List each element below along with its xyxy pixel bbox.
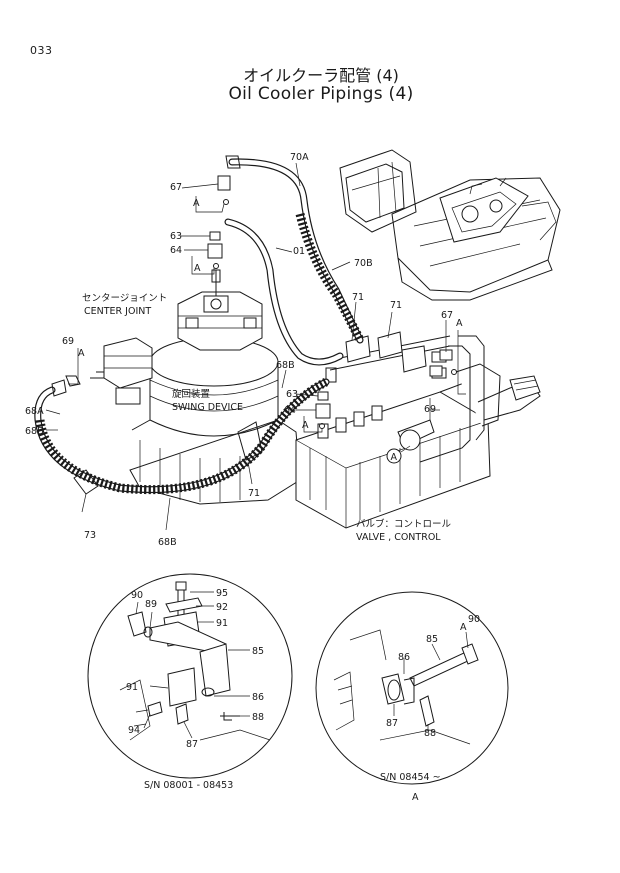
control-valve-body: [295, 363, 501, 529]
fitting-67-top: [217, 175, 231, 205]
callout-view-a: A: [78, 348, 85, 359]
detail-left-callout-90: 90: [131, 590, 143, 601]
callout-70b: 70B: [354, 258, 373, 269]
detail-right-callout-85: 85: [426, 634, 438, 645]
view-arrow-label: A: [391, 452, 398, 463]
fitting-63-64-mid: [315, 391, 331, 429]
hose-clamp-71: [237, 421, 263, 461]
center-joint-caption-jp: センタージョイント: [82, 293, 167, 304]
hose-68b: [34, 377, 330, 495]
callout-67: 67: [441, 310, 453, 321]
detail-right-callout-view-a: A: [460, 622, 467, 633]
detail-right-callout-87: 87: [386, 718, 398, 729]
main-leader-lines: [45, 162, 466, 531]
valve-caption-jp: バルブ：コントロール: [356, 518, 452, 530]
callout-68a: 68A: [25, 406, 44, 417]
detail-left-callout-94: 94: [128, 725, 140, 736]
callout-view-a: A: [456, 318, 463, 329]
fitting-67-right: [429, 349, 457, 377]
excavator-machine-outline: [339, 149, 561, 301]
page-title-japanese: オイルクーラ配管 (4): [243, 66, 399, 85]
detail-left-callout-91: 91: [126, 682, 138, 693]
detail-right-callout-90: 90: [468, 614, 480, 625]
callout-73: 73: [84, 530, 96, 541]
page-number: 033: [30, 44, 53, 57]
callout-70a: 70A: [290, 152, 309, 163]
detail-right-callout-88: 88: [424, 728, 436, 739]
main-captions: センタージョイント CENTER JOINT 旋回装置 SWING DEVICE…: [82, 293, 452, 543]
callout-view-a: A: [194, 263, 201, 274]
callout-64: 64: [284, 405, 296, 416]
callout-64: 64: [170, 245, 182, 256]
callout-68b: 68B: [276, 360, 295, 371]
callout-69: 69: [424, 404, 436, 415]
swing-device-housing: [129, 337, 301, 505]
callout-71: 71: [390, 300, 402, 311]
callout-63: 63: [286, 389, 298, 400]
detail-circle-left: [87, 573, 293, 779]
callout-63: 63: [170, 231, 182, 242]
detail-right-callout-86: 86: [398, 652, 410, 663]
callout-71: 71: [248, 488, 260, 499]
detail-left-callout-86: 86: [252, 692, 264, 703]
detail-left-callout-87: 87: [186, 739, 198, 750]
detail-circle-right: [315, 591, 509, 785]
detail-left-serial: S/N 08001 - 08453: [144, 780, 233, 791]
swing-motor-head: [177, 269, 263, 351]
detail-left-callout-88: 88: [252, 712, 264, 723]
hose-70a: [225, 155, 365, 344]
detail-left-callout-92: 92: [216, 602, 228, 613]
callout-68b: 68B: [158, 537, 177, 548]
callout-view-a: A: [193, 198, 200, 209]
hose-01: [224, 218, 344, 383]
center-joint: [65, 337, 153, 405]
callout-view-a: A: [302, 420, 309, 431]
detail-left-callout-95: 95: [216, 588, 228, 599]
callout-67: 67: [170, 182, 182, 193]
view-arrow-a: A: [386, 445, 411, 464]
fitting-63-64-top: [207, 231, 223, 269]
detail-left-callout-89: 89: [145, 599, 157, 610]
detail-left-callout-91: 91: [216, 618, 228, 629]
hose-clamp-73: [73, 469, 99, 513]
detail-right-view-label: A: [412, 792, 419, 803]
callout-71: 71: [352, 292, 364, 303]
detail-view-right: 85 A 90 86 87 88 S/N 08454 ~ A: [315, 591, 509, 803]
center-joint-caption-en: CENTER JOINT: [84, 306, 151, 317]
swing-device-caption-en: SWING DEVICE: [172, 402, 243, 413]
detail-view-left: 90 89 95 92 91 85 91 86 94 87 88 S/N 080…: [87, 573, 293, 791]
detail-right-serial: S/N 08454 ~: [380, 772, 441, 783]
callout-69: 69: [62, 336, 74, 347]
detail-left-callout-85: 85: [252, 646, 264, 657]
callout-01: 01: [293, 246, 305, 257]
main-callout-labels: 70A 67 A 63 64 A 01 70B 71 71 67 69 A 68…: [25, 152, 463, 548]
callout-68b: 68B: [25, 426, 44, 437]
page-title-english: Oil Cooler Pipings (4): [228, 84, 414, 104]
valve-caption-en: VALVE , CONTROL: [356, 532, 441, 543]
swing-device-caption-jp: 旋回装置: [172, 388, 210, 400]
